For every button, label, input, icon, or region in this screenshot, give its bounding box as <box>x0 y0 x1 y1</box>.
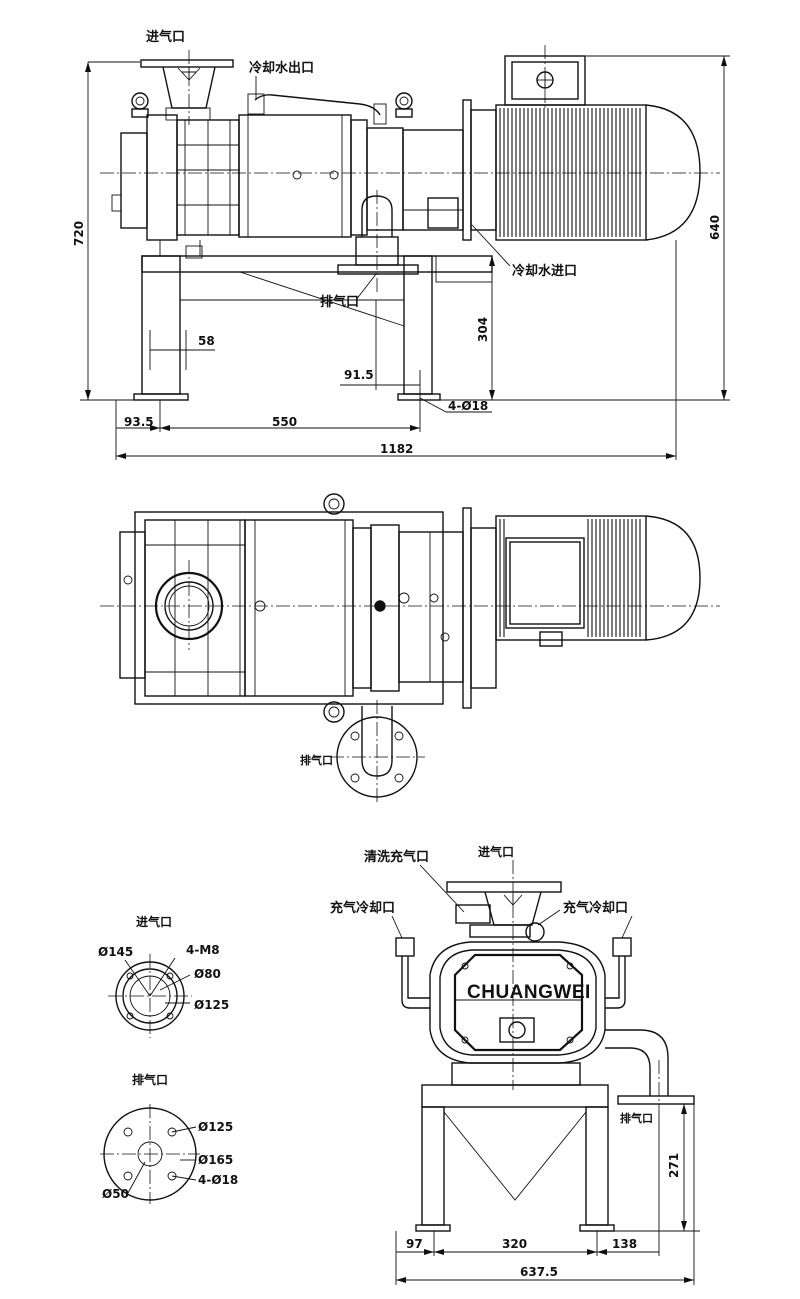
dim-720: 720 <box>72 221 86 246</box>
dim-304: 304 <box>476 317 490 342</box>
brand-plate: CHUANGWEI <box>467 982 591 1003</box>
front-view <box>80 45 730 460</box>
dim-inlet-outer: Ø145 <box>98 945 133 959</box>
dim-271: 271 <box>667 1153 681 1178</box>
exhaust-flange-detail <box>100 1104 200 1204</box>
dim-138: 138 <box>612 1237 637 1251</box>
dim-exhaust-bore: Ø50 <box>102 1187 129 1201</box>
dim-93-5: 93.5 <box>124 415 154 429</box>
label-inlet-front: 进气口 <box>146 29 185 45</box>
dim-inlet-bore: Ø80 <box>194 967 221 981</box>
front-view-labels: 进气口 冷却水出口 冷却水进口 排气口 58 91.5 93.5 550 118… <box>72 29 722 456</box>
motor-fins <box>499 108 641 237</box>
label-exhaust-detail: 排气口 <box>132 1072 168 1087</box>
dim-91-5: 91.5 <box>344 368 374 382</box>
dim-inlet-holes: 4-M8 <box>186 943 220 957</box>
top-view <box>100 493 720 805</box>
label-inlet-detail: 进气口 <box>136 914 172 929</box>
label-inlet-side: 进气口 <box>478 844 514 859</box>
label-exhaust-side: 排气口 <box>620 1111 653 1125</box>
dim-640: 640 <box>708 215 722 240</box>
label-purge-inlet: 清洗充气口 <box>364 849 429 865</box>
dim-97: 97 <box>406 1237 423 1251</box>
side-view <box>391 860 700 1285</box>
dim-bolt-holes-front: 4-Ø18 <box>448 399 488 413</box>
dim-exhaust-holes: 4-Ø18 <box>198 1173 238 1187</box>
dim-exhaust-pcd: Ø125 <box>198 1120 233 1134</box>
dim-320: 320 <box>502 1237 527 1251</box>
label-exhaust-front: 排气口 <box>320 294 359 310</box>
dim-inlet-pcd: Ø125 <box>194 998 229 1012</box>
dim-550: 550 <box>272 415 297 429</box>
dim-58: 58 <box>198 334 215 348</box>
label-coolant-in: 冷却水进口 <box>512 263 577 279</box>
dim-1182: 1182 <box>380 442 413 456</box>
label-gas-cooling-left: 充气冷却口 <box>330 900 395 916</box>
label-exhaust-top: 排气口 <box>300 753 333 767</box>
inlet-flange-detail <box>108 954 192 1038</box>
label-coolant-out: 冷却水出口 <box>249 60 314 76</box>
dim-637-5: 637.5 <box>520 1265 558 1279</box>
label-gas-cooling-right: 充气冷却口 <box>563 900 628 916</box>
dim-exhaust-outer: Ø165 <box>198 1153 233 1167</box>
